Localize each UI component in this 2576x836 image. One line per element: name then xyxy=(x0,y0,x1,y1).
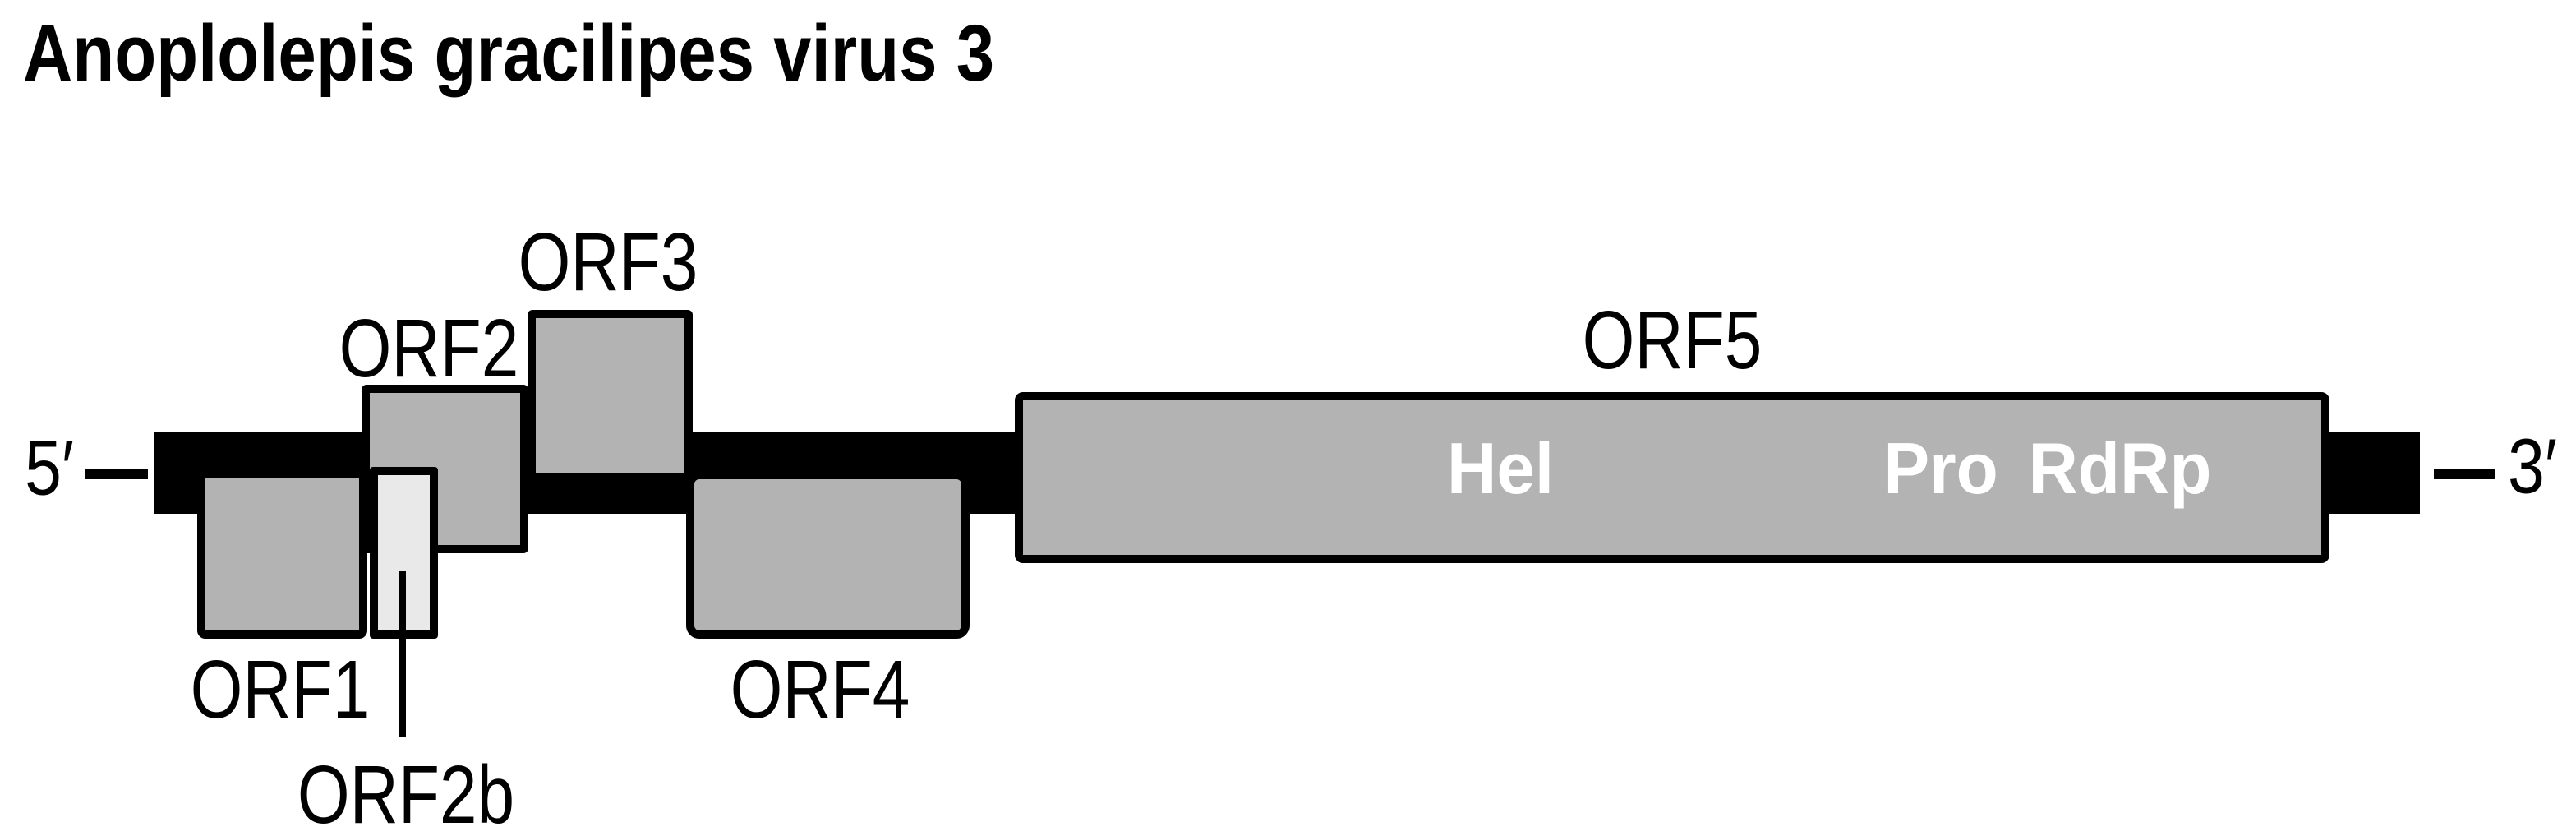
orf2-label: ORF2 xyxy=(339,303,519,395)
three-prime-label: 3′ xyxy=(2507,423,2558,510)
hel-domain-label: Hel xyxy=(1446,427,1555,509)
orf3-box xyxy=(528,310,693,481)
orf4-box xyxy=(686,471,970,639)
orf4-label: ORF4 xyxy=(730,644,910,736)
orf5-label: ORF5 xyxy=(1582,294,1763,386)
five-prime-tick xyxy=(85,469,148,479)
orf1-label: ORF1 xyxy=(190,644,371,736)
orf2b-leader-line xyxy=(399,571,406,737)
diagram-title: Anoplolepis gracilipes virus 3 xyxy=(23,8,995,98)
orf3-label: ORF3 xyxy=(518,216,698,308)
three-prime-tick xyxy=(2434,469,2495,479)
orf1-box xyxy=(197,469,367,639)
rdrp-domain-label: RdRp xyxy=(2028,427,2212,509)
five-prime-label: 5′ xyxy=(24,424,75,512)
orf2b-label: ORF2b xyxy=(297,749,515,836)
pro-domain-label: Pro xyxy=(1883,427,1998,509)
orf5-box xyxy=(1015,392,2329,563)
